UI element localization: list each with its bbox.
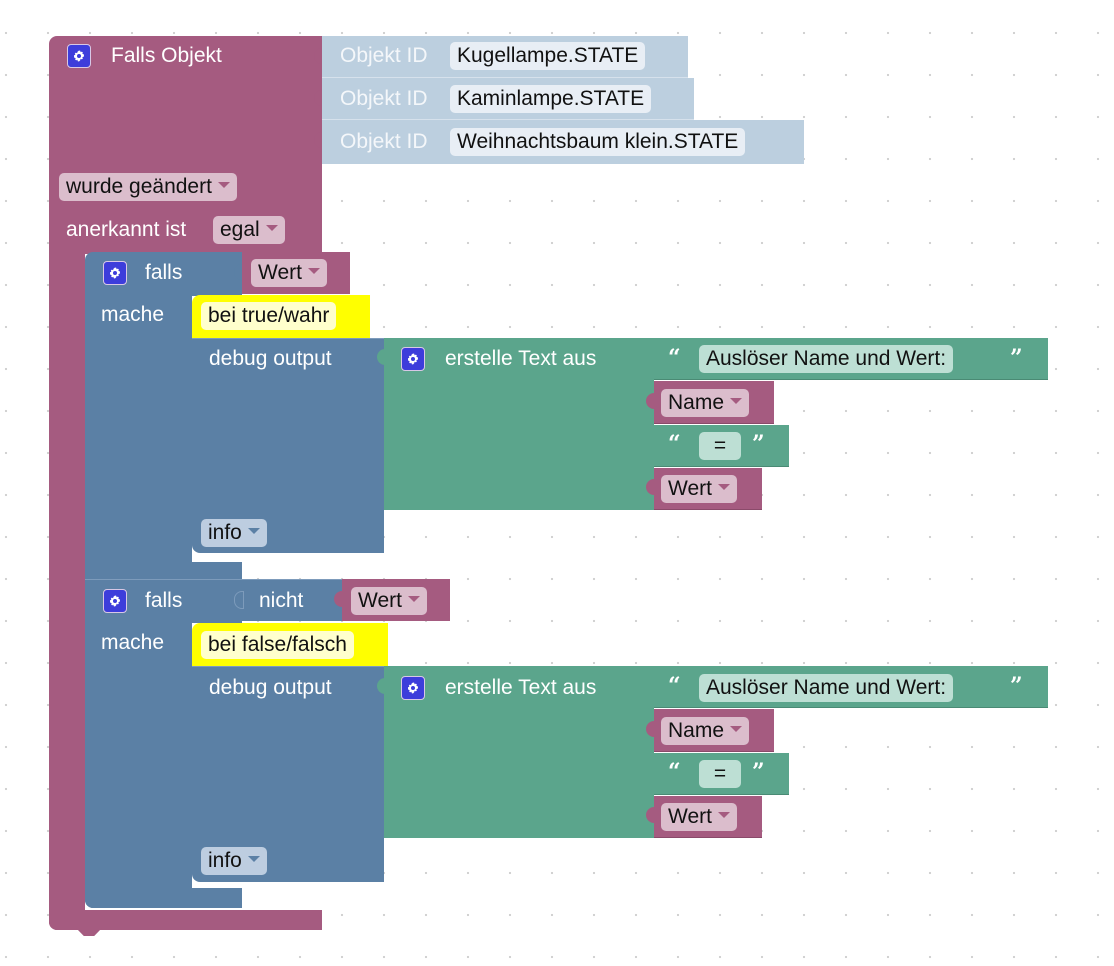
trigger-title: Falls Objekt xyxy=(111,44,222,67)
chevron-down-icon xyxy=(407,596,420,603)
text-join-block-2[interactable] xyxy=(384,666,654,838)
input-notch xyxy=(646,721,654,737)
object-id-label: Objekt ID xyxy=(340,130,428,153)
comment-text-2[interactable]: bei false/falsch xyxy=(201,631,354,659)
debug-label: debug output xyxy=(209,347,332,370)
input-notch xyxy=(377,349,385,365)
input-notch xyxy=(334,591,342,607)
quote-close-icon: ” xyxy=(1010,345,1023,371)
do-label: mache xyxy=(101,631,165,654)
object-id-field-1[interactable]: Kugellampe.STATE xyxy=(450,42,646,70)
input-notch xyxy=(314,132,322,148)
log-level-dropdown-2[interactable]: info xyxy=(201,847,267,875)
gear-icon[interactable] xyxy=(67,44,91,68)
text-literal-separator-1[interactable]: = xyxy=(699,432,741,460)
text-join-label: erstelle Text aus xyxy=(445,676,597,699)
object-id-field-2[interactable]: Kaminlampe.STATE xyxy=(450,85,652,113)
text-literal-separator-2[interactable]: = xyxy=(699,760,741,788)
input-notch xyxy=(314,90,322,106)
quote-close-icon: ” xyxy=(752,431,765,457)
comment-text-1[interactable]: bei true/wahr xyxy=(201,302,337,330)
if-label: falls xyxy=(145,589,183,612)
ack-label: anerkannt ist xyxy=(66,218,187,241)
gear-icon[interactable] xyxy=(103,589,127,613)
if-block-2[interactable] xyxy=(85,579,242,623)
not-label: nicht xyxy=(259,589,304,612)
input-notch xyxy=(646,807,654,823)
not-block[interactable] xyxy=(242,579,342,621)
quote-open-icon: “ xyxy=(668,759,681,785)
trigger-block-rail xyxy=(49,250,85,930)
trigger-block-next-tab xyxy=(76,928,102,936)
quote-close-icon: ” xyxy=(1010,673,1023,699)
input-notch xyxy=(314,48,322,64)
if-block-2-rail xyxy=(85,620,192,908)
chevron-down-icon xyxy=(217,182,230,189)
quote-open-icon: “ xyxy=(668,345,681,371)
chevron-down-icon xyxy=(247,528,260,535)
chevron-down-icon xyxy=(730,398,743,405)
gear-icon[interactable] xyxy=(401,347,425,371)
gear-icon[interactable] xyxy=(401,676,425,700)
condition-variable-dropdown-1[interactable]: Wert xyxy=(251,259,327,287)
chevron-down-icon xyxy=(247,856,260,863)
text-join-block-1[interactable] xyxy=(384,338,654,510)
object-id-label: Objekt ID xyxy=(340,44,428,67)
variable-dropdown-value-1[interactable]: Wert xyxy=(661,475,737,503)
do-label: mache xyxy=(101,303,165,326)
quote-open-icon: “ xyxy=(668,431,681,457)
text-literal-prefix-1[interactable]: Auslöser Name und Wert: xyxy=(699,345,954,373)
debug-output-block-2[interactable] xyxy=(192,666,384,882)
if-block-1-rail xyxy=(85,292,192,580)
input-notch xyxy=(646,393,654,409)
object-id-label: Objekt ID xyxy=(340,87,428,110)
input-notch xyxy=(234,591,244,609)
chevron-down-icon xyxy=(307,268,320,275)
condition-variable-dropdown-2[interactable]: Wert xyxy=(351,587,427,615)
input-notch xyxy=(234,264,242,280)
object-id-field-3[interactable]: Weihnachtsbaum klein.STATE xyxy=(450,128,746,156)
text-literal-prefix-2[interactable]: Auslöser Name und Wert: xyxy=(699,674,954,702)
log-level-dropdown-1[interactable]: info xyxy=(201,519,267,547)
ack-dropdown[interactable]: egal xyxy=(213,216,285,244)
if-label: falls xyxy=(145,261,183,284)
text-join-label: erstelle Text aus xyxy=(445,347,597,370)
chevron-down-icon xyxy=(717,812,730,819)
variable-dropdown-value-2[interactable]: Wert xyxy=(661,803,737,831)
chevron-down-icon xyxy=(730,726,743,733)
gear-icon[interactable] xyxy=(103,261,127,285)
debug-label: debug output xyxy=(209,676,332,699)
debug-output-block-1[interactable] xyxy=(192,338,384,553)
variable-dropdown-name-1[interactable]: Name xyxy=(661,389,750,417)
input-notch xyxy=(646,479,654,495)
input-notch xyxy=(377,678,385,694)
quote-open-icon: “ xyxy=(668,673,681,699)
if-block-1-bottom xyxy=(85,562,242,580)
if-block-2-bottom xyxy=(85,888,242,908)
chevron-down-icon xyxy=(717,484,730,491)
condition-dropdown[interactable]: wurde geändert xyxy=(59,173,237,201)
trigger-block-bottom xyxy=(49,910,322,930)
quote-close-icon: ” xyxy=(752,759,765,785)
variable-dropdown-name-2[interactable]: Name xyxy=(661,717,750,745)
chevron-down-icon xyxy=(265,225,278,232)
